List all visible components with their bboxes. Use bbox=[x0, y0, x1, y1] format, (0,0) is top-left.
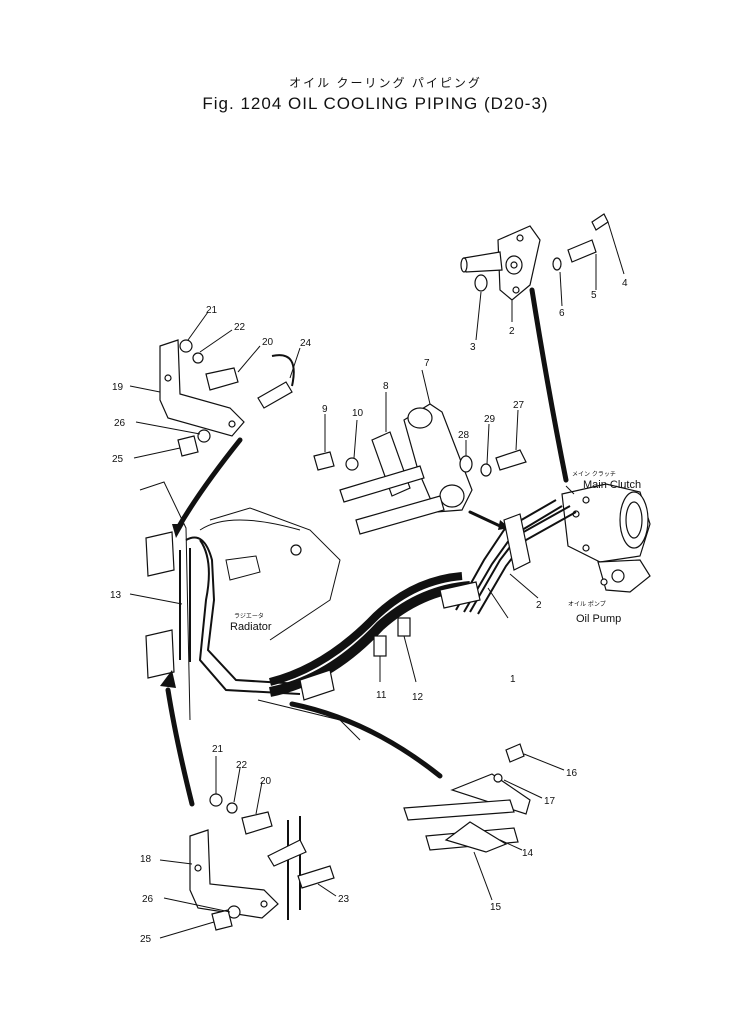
callout-8: 8 bbox=[383, 381, 389, 392]
radiator-label-jp: ラジエータ bbox=[234, 612, 264, 620]
callout-21: 21 bbox=[212, 744, 224, 755]
clamp-assembly bbox=[313, 369, 527, 535]
callout-19: 19 bbox=[112, 382, 124, 393]
callout-15: 15 bbox=[490, 902, 502, 913]
callout-16: 16 bbox=[566, 768, 578, 779]
radiator-label: Radiator bbox=[230, 621, 272, 633]
component-labels: メイン クラッチ Main Clutch オイル ポンプ Oil Pump ラジ… bbox=[230, 471, 641, 633]
callout-1: 1 bbox=[510, 674, 516, 685]
callout-5: 5 bbox=[591, 290, 597, 301]
lower-clamp-assembly bbox=[403, 743, 565, 901]
bracket-tube-assembly bbox=[129, 531, 301, 695]
main-clutch-label-jp: メイン クラッチ bbox=[572, 471, 616, 478]
callout-25: 25 bbox=[112, 454, 124, 465]
upper-bracket-assembly bbox=[129, 311, 301, 538]
callout-25: 25 bbox=[140, 934, 152, 945]
callout-13: 13 bbox=[110, 590, 122, 601]
callout-18: 18 bbox=[140, 854, 152, 865]
oil-hoses bbox=[268, 572, 481, 779]
callout-28: 28 bbox=[458, 430, 470, 441]
callout-24: 24 bbox=[300, 338, 312, 349]
callout-11: 11 bbox=[376, 690, 387, 701]
callout-4: 4 bbox=[622, 278, 628, 289]
callout-20: 20 bbox=[262, 337, 274, 348]
callout-6: 6 bbox=[559, 308, 565, 319]
title-japanese: オイル クーリング パイピング bbox=[289, 76, 482, 90]
callout-2: 2 bbox=[509, 326, 515, 337]
main-clutch bbox=[561, 483, 651, 593]
callout-26: 26 bbox=[142, 894, 154, 905]
callout-12: 12 bbox=[412, 692, 424, 703]
callout-22: 22 bbox=[236, 760, 248, 771]
callout-26: 26 bbox=[114, 418, 126, 429]
oil-pump-label: Oil Pump bbox=[576, 613, 621, 625]
callout-14: 14 bbox=[522, 848, 534, 859]
callout-27: 27 bbox=[513, 400, 525, 411]
callout-23: 23 bbox=[338, 894, 350, 905]
callout-10: 10 bbox=[352, 408, 364, 419]
flange-assembly bbox=[460, 213, 625, 483]
callout-9: 9 bbox=[322, 404, 328, 415]
callout-17: 17 bbox=[544, 796, 556, 807]
callout-7: 7 bbox=[424, 358, 430, 369]
main-clutch-label: Main Clutch bbox=[583, 479, 641, 491]
callout-2: 2 bbox=[536, 600, 542, 611]
figure-title: Fig. 1204 OIL COOLING PIPING (D20-3) bbox=[202, 94, 549, 113]
lower-bracket-assembly bbox=[159, 670, 337, 939]
part-callouts: 1 2 2 3 4 5 6 7 8 9 10 11 12 13 14 15 16… bbox=[110, 278, 628, 945]
callout-22: 22 bbox=[234, 322, 246, 333]
callout-3: 3 bbox=[470, 342, 476, 353]
callout-29: 29 bbox=[484, 414, 496, 425]
callout-21: 21 bbox=[206, 305, 218, 316]
radiator bbox=[139, 481, 361, 741]
callout-20: 20 bbox=[260, 776, 272, 787]
oil-pump-label-jp: オイル ポンプ bbox=[568, 600, 606, 608]
